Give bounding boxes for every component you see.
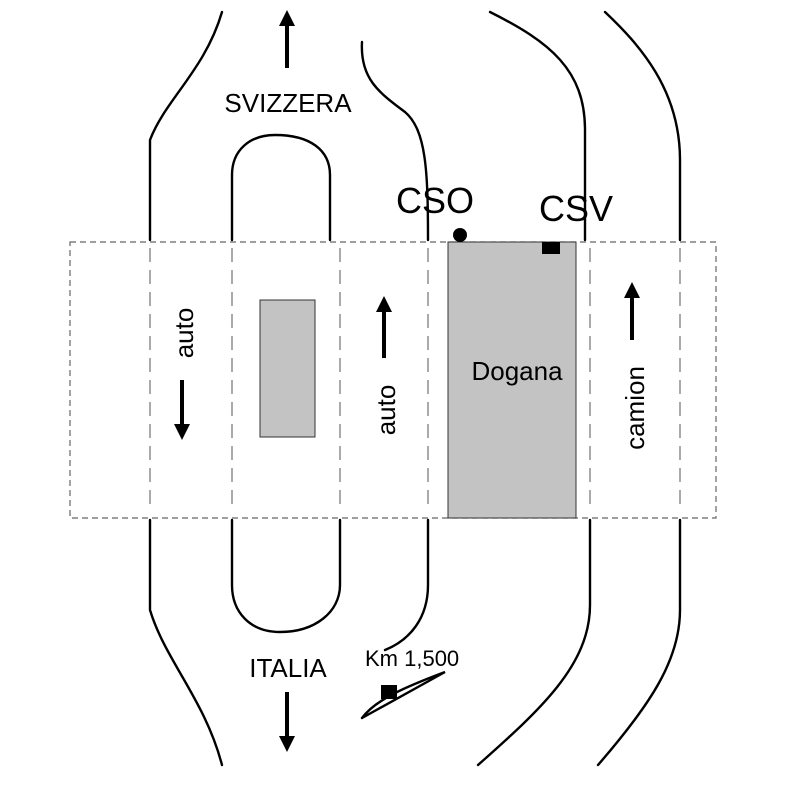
customs-building <box>447 241 577 519</box>
label-lane-left: auto <box>169 308 199 359</box>
road-outer-left <box>148 10 224 242</box>
island-top <box>230 133 332 242</box>
label-italia: ITALIA <box>249 653 327 683</box>
road-inner-divider-top <box>360 40 430 242</box>
road-inner-divider-bottom <box>383 518 430 652</box>
label-dogana: Dogana <box>471 356 563 386</box>
label-km: Km 1,500 <box>365 646 459 671</box>
road-right-edge-top <box>488 10 587 242</box>
road-right-edge-bottom <box>476 518 592 767</box>
customs-zone <box>69 241 717 519</box>
cso-dot <box>453 228 467 242</box>
island-bottom <box>230 518 342 634</box>
road-far-right-bottom <box>596 518 682 767</box>
csv-square <box>542 242 560 254</box>
label-csv: CSV <box>539 188 613 229</box>
road-outer-left-bottom <box>148 518 224 767</box>
arrow-up-middle-lane <box>376 296 392 358</box>
label-svizzera: SVIZZERA <box>224 88 352 118</box>
arrow-down-south <box>279 692 295 752</box>
arrow-down-left-lane <box>174 380 190 440</box>
km-marker-wedge <box>360 670 446 720</box>
label-cso: CSO <box>396 180 474 221</box>
km-marker-square <box>381 685 397 699</box>
road-far-right-top <box>603 10 682 242</box>
arrow-up-truck-lane <box>624 282 640 340</box>
arrow-up-north <box>279 10 295 68</box>
label-lane-middle: auto <box>371 385 401 436</box>
label-lane-right: camion <box>620 366 650 450</box>
island-building <box>259 299 316 438</box>
